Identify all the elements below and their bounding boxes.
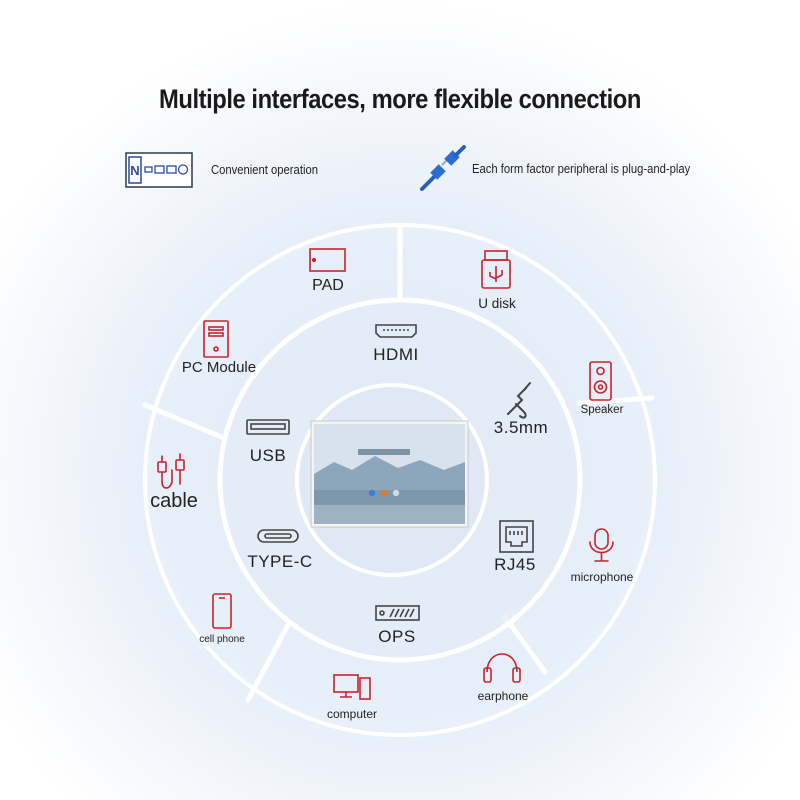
earphone-label: earphone: [477, 689, 529, 703]
plug-cable-icon: [420, 145, 466, 191]
microphone-label: microphone: [570, 570, 634, 584]
rj45-label: RJ45: [494, 555, 536, 574]
pc-module-icon: [203, 320, 229, 358]
outer-ring-edge: [143, 223, 657, 737]
type-c-icon: [257, 529, 299, 543]
pad-icon: [309, 248, 346, 272]
speaker-icon: [589, 361, 612, 401]
u-disk-icon: [481, 250, 511, 289]
computer-label: computer: [326, 707, 378, 721]
pc-module-label: PC Module: [181, 359, 257, 376]
type-c-label: TYPE-C: [247, 552, 313, 571]
earphone-icon: [483, 653, 521, 683]
rj45-icon: [499, 520, 534, 553]
computer-icon: [333, 674, 371, 700]
ops-label: OPS: [378, 627, 416, 646]
pad-label: PAD: [312, 277, 344, 294]
speaker-label: Speaker: [580, 404, 624, 416]
usb-port-icon: [246, 419, 290, 435]
cable-icon: [157, 453, 185, 489]
display-panel: [310, 420, 469, 528]
cell-phone-label: cell phone: [199, 634, 245, 645]
svg-text:N: N: [130, 163, 139, 178]
cable-label: cable: [150, 490, 198, 512]
feature-text: Convenient operation: [211, 163, 318, 177]
microphone-icon: [589, 528, 614, 562]
usb-label: USB: [249, 446, 287, 465]
feature-plug-and-play: Each form factor peripheral is plug-and-…: [418, 145, 714, 193]
3-5mm-label: 3.5mm: [493, 418, 549, 437]
audio-jack-icon: [507, 382, 531, 419]
hdmi-icon: [375, 324, 417, 338]
cell-phone-icon: [212, 593, 232, 629]
nfc-ports-icon: N: [125, 152, 193, 188]
hdmi-label: HDMI: [373, 345, 419, 364]
feature-convenient-operation: N Convenient operation: [125, 152, 330, 188]
u-disk-label: U disk: [478, 296, 516, 311]
feature-text: Each form factor peripheral is plug-and-…: [472, 162, 691, 176]
page-title: Multiple interfaces, more flexible conne…: [159, 84, 641, 114]
ops-icon: [375, 605, 420, 621]
